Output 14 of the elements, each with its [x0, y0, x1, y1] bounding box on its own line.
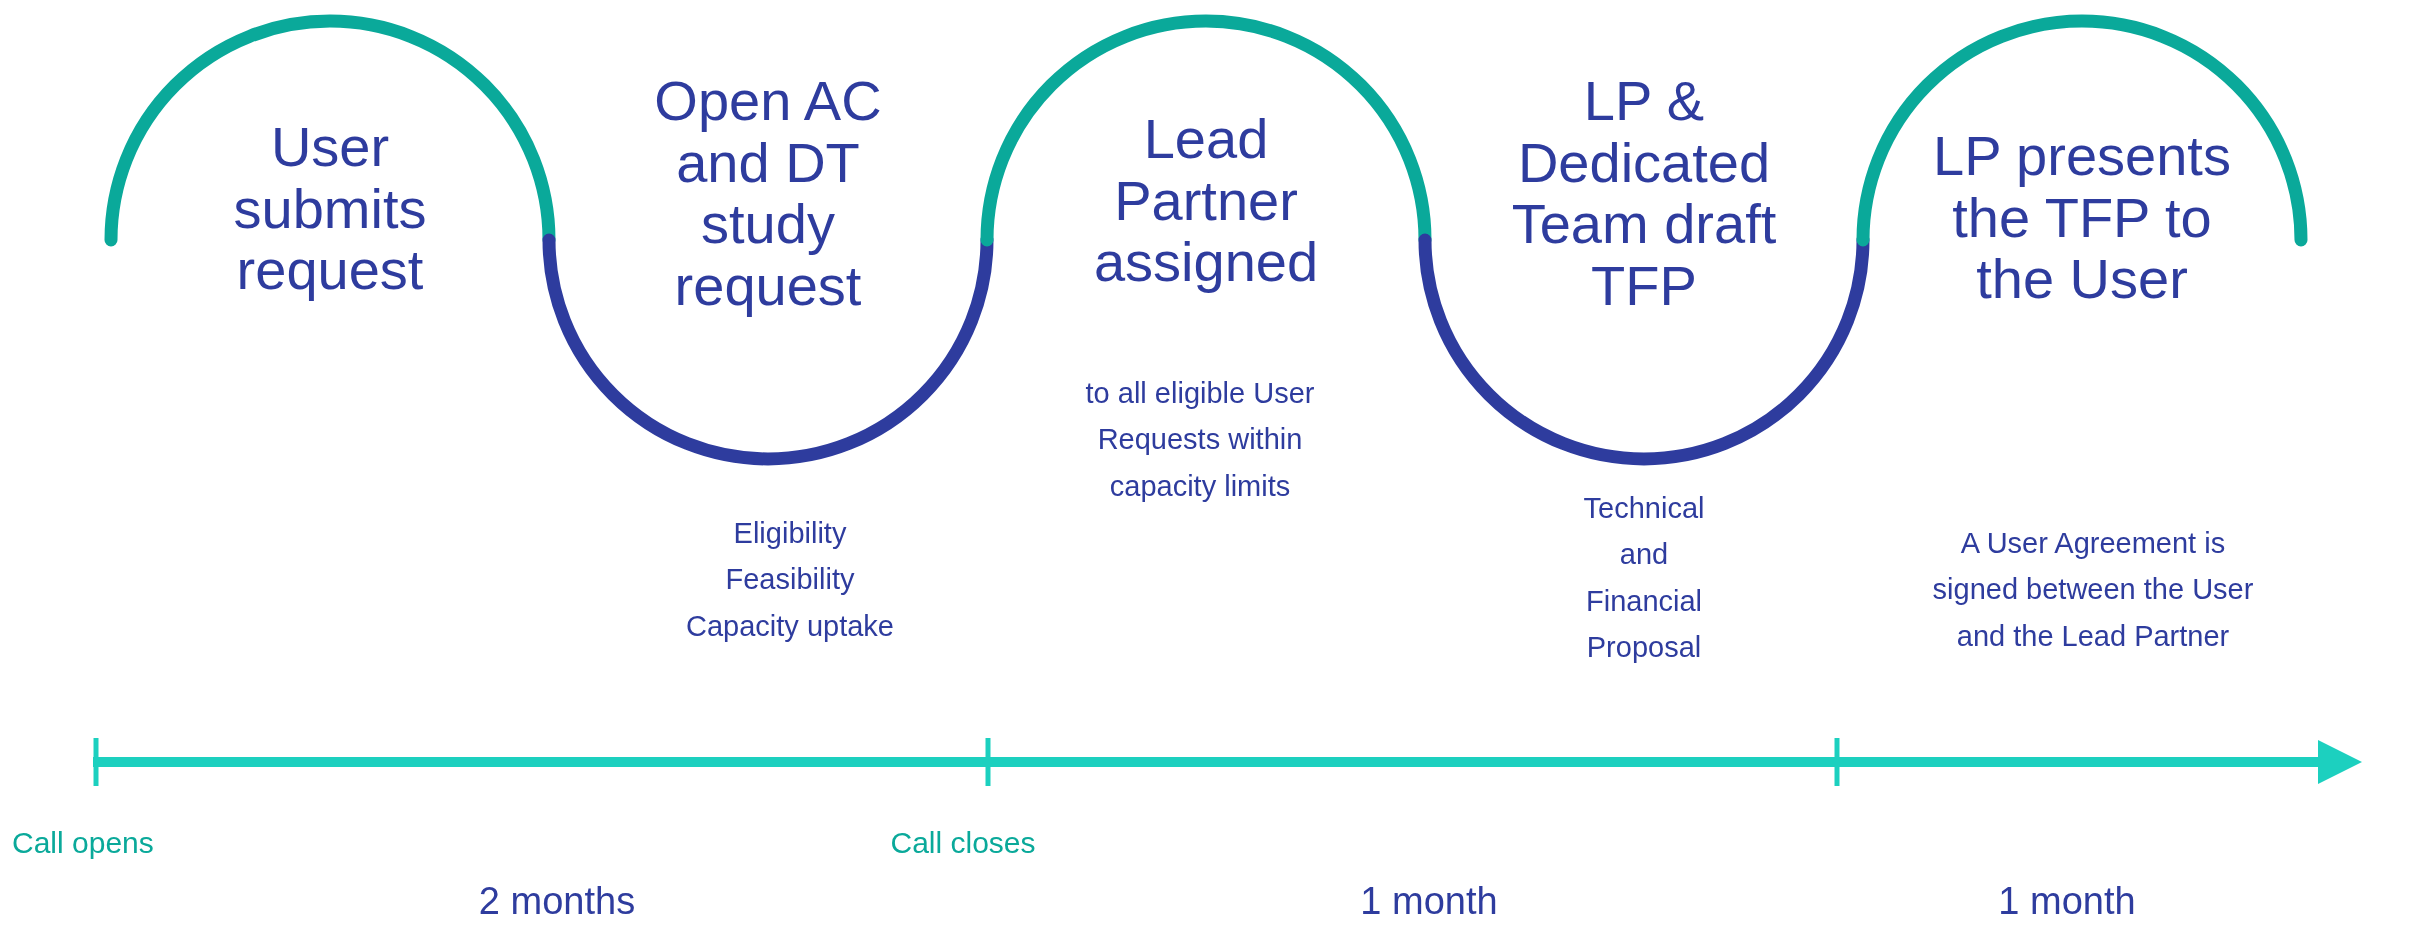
milestone-label: Call opens: [12, 826, 154, 860]
step-title: LP & Dedicated Team draft TFP: [1510, 70, 1778, 317]
step-title: User submits request: [232, 116, 428, 301]
duration-label: 1 month: [1998, 880, 2136, 923]
step-note: to all eligible User Requests within capacity limits: [1084, 376, 1316, 504]
step-title: Open AC and DT study request: [653, 70, 883, 317]
step-note: Technical and Financial Proposal: [1582, 491, 1706, 666]
step-title: LP presents the TFP to the User: [1932, 125, 2232, 310]
step-note: Eligibility Feasibility Capacity uptake: [685, 516, 895, 644]
duration-label: 2 months: [478, 880, 636, 923]
step-title: Lead Partner assigned: [1092, 108, 1320, 293]
duration-label: 1 month: [1360, 880, 1498, 923]
step-note: A User Agreement is signed between the User and the Lead Partner: [1931, 526, 2255, 654]
milestone-label: Call closes: [890, 826, 1036, 860]
